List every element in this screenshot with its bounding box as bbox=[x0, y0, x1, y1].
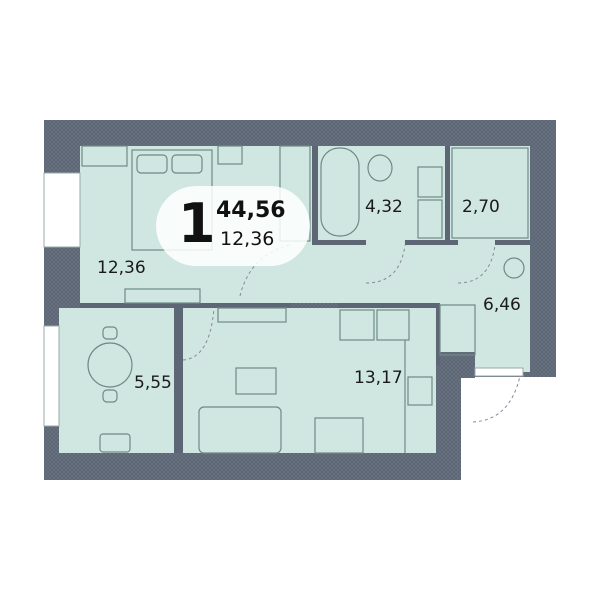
fridge bbox=[339, 309, 375, 341]
room-area-kitchen-living: 13,17 bbox=[354, 368, 403, 388]
windows bbox=[43, 172, 524, 427]
desk bbox=[81, 145, 128, 167]
interior-walls bbox=[80, 146, 530, 453]
hall-cabinet bbox=[439, 304, 476, 356]
room-count: 1 bbox=[178, 192, 216, 255]
nightstand bbox=[217, 145, 243, 165]
boiler bbox=[503, 257, 525, 279]
shelves bbox=[451, 147, 529, 239]
window bbox=[474, 367, 524, 377]
room-area-wardrobe: 2,70 bbox=[462, 197, 500, 217]
room-area-loggia: 5,55 bbox=[134, 373, 172, 393]
chair bbox=[102, 389, 118, 403]
apartment-summary-badge: 1 44,56 12,36 bbox=[156, 186, 310, 266]
living-area: 12,36 bbox=[220, 228, 275, 250]
window bbox=[43, 172, 81, 248]
sink bbox=[417, 199, 443, 239]
dining-table bbox=[314, 417, 364, 454]
total-area: 44,56 bbox=[216, 198, 286, 223]
coffee-table bbox=[235, 367, 277, 395]
toilet bbox=[367, 154, 393, 182]
room-area-bedroom: 12,36 bbox=[97, 258, 146, 278]
bathtub bbox=[320, 147, 360, 237]
room-area-hallway: 6,46 bbox=[483, 295, 521, 315]
floors bbox=[59, 146, 530, 453]
room-area-bathroom: 4,32 bbox=[365, 197, 403, 217]
tv-stand bbox=[124, 288, 201, 304]
armchair bbox=[99, 433, 131, 453]
sofa bbox=[198, 406, 282, 454]
washing-machine bbox=[417, 166, 443, 198]
stove bbox=[407, 376, 433, 406]
chair bbox=[102, 326, 118, 340]
round-table bbox=[87, 342, 133, 388]
tv-unit bbox=[217, 307, 287, 323]
kitchen-sink bbox=[376, 309, 410, 341]
window bbox=[43, 325, 60, 427]
